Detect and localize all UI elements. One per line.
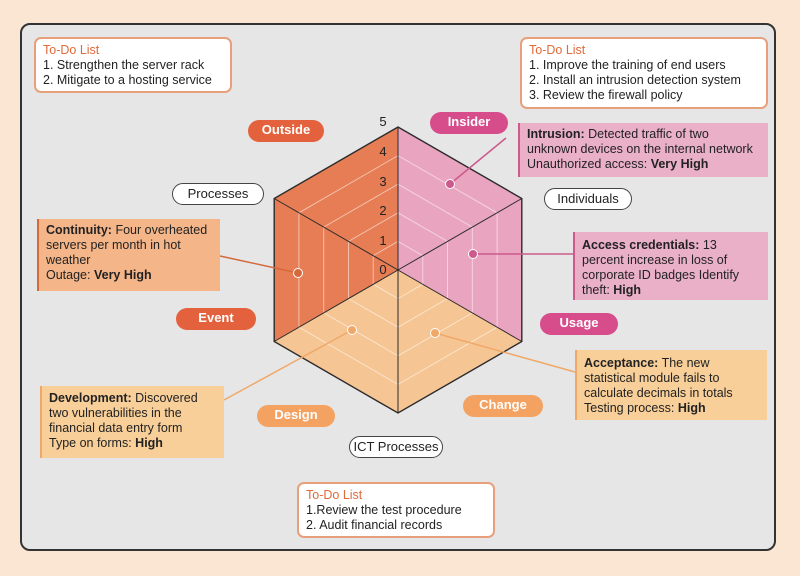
leader-dot bbox=[468, 249, 478, 259]
development-risk-label: Type on forms: bbox=[49, 436, 132, 450]
todo-item: 2. Audit financial records bbox=[306, 518, 443, 532]
development-risk-value: High bbox=[135, 436, 163, 450]
radar-spoke bbox=[397, 198, 523, 271]
radar-spoke bbox=[273, 269, 399, 342]
acceptance-label: Acceptance: bbox=[584, 356, 659, 370]
tick-4: 4 bbox=[379, 144, 387, 159]
intrusion-box: Intrusion: Detected traffic of two unkno… bbox=[518, 123, 768, 177]
development-text: Discovered two vulnerabilities in the fi… bbox=[49, 391, 198, 435]
acceptance-risk-label: Testing process: bbox=[584, 401, 675, 415]
todo-title: To-Do List bbox=[529, 43, 586, 57]
leader-dot bbox=[347, 325, 357, 335]
todo-item: 1.Review the test procedure bbox=[306, 503, 462, 517]
todo-item: 2. Mitigate to a hosting service bbox=[43, 73, 212, 87]
access-risk-value: High bbox=[613, 283, 642, 297]
leader-line bbox=[449, 137, 507, 185]
continuity-text: Four overheated servers per month in hot… bbox=[46, 223, 208, 267]
todo-item: 1. Improve the training of end users bbox=[529, 58, 726, 72]
access-label: Access credentials: bbox=[582, 238, 700, 252]
development-label: Development: bbox=[49, 391, 132, 405]
category-insider: Insider bbox=[430, 112, 508, 134]
todo-item: 2. Install an intrusion detection system bbox=[529, 73, 741, 87]
category-change: Change bbox=[463, 395, 543, 417]
leader-dot bbox=[445, 179, 455, 189]
sector-design bbox=[274, 270, 398, 413]
todo-list-left: To-Do List 1. Strengthen the server rack… bbox=[34, 37, 232, 93]
leader-dot bbox=[430, 328, 440, 338]
category-ict-processes: ICT Processes bbox=[349, 436, 443, 458]
tick-3: 3 bbox=[379, 174, 387, 189]
continuity-box: Continuity: Four overheated servers per … bbox=[37, 219, 220, 291]
continuity-risk-label: Outage: bbox=[46, 268, 91, 282]
acceptance-box: Acceptance: The new statistical module f… bbox=[575, 350, 767, 420]
continuity-label: Continuity: bbox=[46, 223, 112, 237]
leader-lines bbox=[219, 137, 576, 401]
sector-usage bbox=[398, 198, 522, 342]
leader-line bbox=[223, 329, 353, 401]
access-credentials-box: Access credentials: 13 percent increase … bbox=[573, 232, 768, 300]
radar-spoke bbox=[397, 269, 523, 342]
leader-line bbox=[219, 255, 299, 274]
tick-1: 1 bbox=[379, 233, 387, 248]
tick-5: 5 bbox=[379, 114, 387, 129]
todo-item: 1. Strengthen the server rack bbox=[43, 58, 205, 72]
sector-outside bbox=[274, 127, 398, 270]
leader-line bbox=[434, 332, 576, 373]
category-design: Design bbox=[257, 405, 335, 427]
radar-spokes bbox=[273, 127, 523, 413]
intrusion-risk-value: Very High bbox=[650, 157, 709, 171]
intrusion-label: Intrusion: bbox=[527, 127, 585, 141]
todo-title: To-Do List bbox=[43, 43, 100, 57]
leader-dot bbox=[293, 268, 303, 278]
todo-list-bottom: To-Do List 1.Review the test procedure 2… bbox=[297, 482, 495, 538]
todo-list-right: To-Do List 1. Improve the training of en… bbox=[520, 37, 768, 109]
category-outside: Outside bbox=[248, 120, 324, 142]
acceptance-risk-value: High bbox=[677, 401, 706, 415]
category-usage: Usage bbox=[540, 313, 618, 335]
sector-insider bbox=[398, 127, 522, 270]
category-individuals: Individuals bbox=[544, 188, 632, 210]
intrusion-text: Detected traffic of two unknown devices … bbox=[527, 127, 753, 156]
radar-spoke bbox=[273, 198, 399, 271]
intrusion-risk-label: Unauthorized access: bbox=[527, 157, 648, 171]
tick-2: 2 bbox=[379, 203, 387, 218]
category-event: Event bbox=[176, 308, 256, 330]
category-processes: Processes bbox=[172, 183, 264, 205]
continuity-risk-value: Very High bbox=[93, 268, 152, 282]
todo-title: To-Do List bbox=[306, 488, 363, 502]
acceptance-text: The new statistical module fails to calc… bbox=[584, 356, 733, 400]
access-text: 13 percent increase in loss of corporate… bbox=[582, 238, 740, 297]
sector-event bbox=[274, 198, 398, 342]
development-box: Development: Discovered two vulnerabilit… bbox=[40, 386, 224, 458]
tick-0: 0 bbox=[379, 262, 387, 277]
todo-item: 3. Review the firewall policy bbox=[529, 88, 683, 102]
sector-change bbox=[398, 270, 522, 413]
